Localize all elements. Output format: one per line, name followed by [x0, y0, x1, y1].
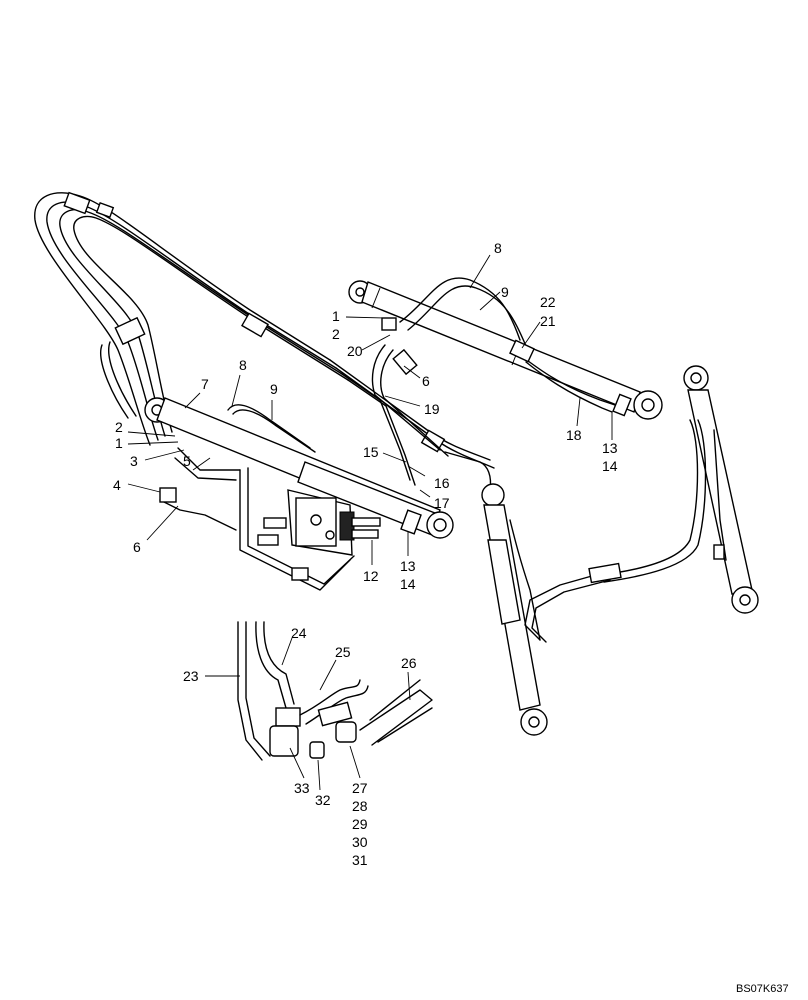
callouts: 1 2 20 8 9 22 21 6 19 18 13 14 7 8 9 2 1… [113, 240, 789, 995]
callout-22: 22 [540, 294, 556, 310]
callout-28: 28 [352, 798, 368, 814]
callout-16: 16 [434, 475, 450, 491]
callout-21: 21 [540, 313, 556, 329]
callout-33: 33 [294, 780, 310, 796]
callout-20: 20 [347, 343, 363, 359]
callout-15: 15 [363, 444, 379, 460]
callout-14-mid: 14 [400, 576, 416, 592]
upper-right-cylinder [348, 280, 663, 420]
callout-26: 26 [401, 655, 417, 671]
callout-5: 5 [183, 453, 191, 469]
callout-14-right: 14 [602, 458, 618, 474]
callout-2-upper: 2 [332, 326, 340, 342]
callout-8-upper: 8 [494, 240, 502, 256]
callout-31: 31 [352, 852, 368, 868]
far-right-cylinder [524, 365, 759, 643]
callout-25: 25 [335, 644, 351, 660]
callout-1-upper: 1 [332, 308, 340, 324]
callout-9-upper: 9 [501, 284, 509, 300]
callout-27: 27 [352, 780, 368, 796]
callout-3: 3 [130, 453, 138, 469]
callout-6-upper: 6 [422, 373, 430, 389]
right-tall-cylinder [481, 483, 548, 736]
callout-23: 23 [183, 668, 199, 684]
callout-19: 19 [424, 401, 440, 417]
drawing-code: BS07K637 [736, 983, 789, 995]
lower-detail [237, 621, 433, 761]
upper-right-hoses [371, 277, 616, 457]
callout-24: 24 [291, 625, 307, 641]
callout-29: 29 [352, 816, 368, 832]
callout-17: 17 [434, 495, 450, 511]
callout-4: 4 [113, 477, 121, 493]
control-valve [159, 447, 381, 591]
callout-32: 32 [315, 792, 331, 808]
frame-lines [329, 359, 495, 491]
callout-13-mid: 13 [400, 558, 416, 574]
middle-cylinder [144, 397, 454, 539]
callout-8-mid: 8 [239, 357, 247, 373]
callout-18: 18 [566, 427, 582, 443]
upper-loop-hoses [34, 191, 349, 446]
callout-2-left: 2 [115, 419, 123, 435]
callout-6-left: 6 [133, 539, 141, 555]
leader-lines [127, 254, 613, 791]
callout-7: 7 [201, 376, 209, 392]
callout-9-mid: 9 [270, 381, 278, 397]
callout-12: 12 [363, 568, 379, 584]
callout-13-right: 13 [602, 440, 618, 456]
callout-30: 30 [352, 834, 368, 850]
callout-1-left: 1 [115, 435, 123, 451]
